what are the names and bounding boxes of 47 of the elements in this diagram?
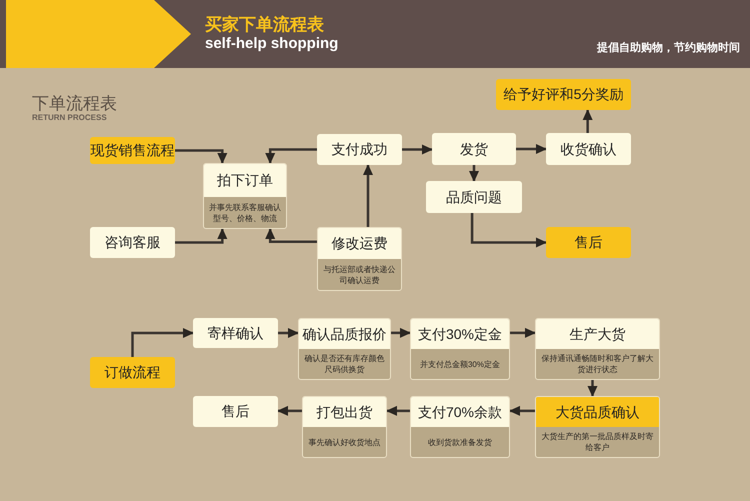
step-title: 打包出货	[303, 397, 386, 427]
section-subheading: RETURN PROCESS	[32, 112, 107, 124]
step-card	[203, 163, 287, 229]
arrow	[510, 328, 536, 338]
step-card	[535, 318, 660, 380]
step-note: 确认是否还有库存颜色尺码供换货	[304, 353, 386, 375]
step-title: 拍下订单	[204, 164, 286, 197]
step-note: 大货生产的第一批品质样及时寄给客户	[540, 431, 654, 453]
arrow	[402, 144, 433, 154]
step-title: 支付70%余款	[411, 397, 509, 427]
arrow	[265, 228, 317, 243]
arrow	[509, 406, 535, 416]
arrow	[277, 406, 302, 416]
arrow	[588, 380, 598, 397]
arrow	[516, 144, 547, 154]
step-title: 大货品质确认	[536, 397, 659, 427]
arrow	[265, 148, 317, 164]
slogan: 提倡自助购物，节约购物时间	[597, 40, 740, 56]
step-title: 支付30%定金	[411, 319, 509, 349]
arrow	[131, 328, 194, 357]
step-title: 生产大货	[536, 319, 659, 349]
subtitle: self-help shopping	[205, 34, 338, 54]
arrow	[175, 228, 228, 244]
step-card	[298, 318, 391, 380]
arrow	[582, 109, 593, 133]
arrow	[470, 213, 547, 248]
title: 买家下单流程表	[205, 14, 324, 36]
step-card	[317, 227, 402, 291]
section-heading: 下单流程表	[32, 93, 117, 114]
step-card	[410, 318, 510, 380]
step-card	[410, 396, 510, 458]
step-note: 保持通讯通畅随时和客户了解大货进行状态	[540, 353, 654, 375]
step-title: 确认品质报价	[299, 319, 390, 349]
step-note: 与托运部或者快递公司确认运费	[322, 264, 396, 286]
step-card	[535, 396, 660, 458]
step-note: 收到货款准备发货	[428, 436, 492, 448]
step-card	[302, 396, 387, 458]
step-note: 并事先联系客服确认型号、价格、物流	[208, 202, 282, 224]
step-note: 事先确认好收货地点	[308, 436, 380, 448]
arrow	[363, 164, 373, 227]
arrow	[175, 149, 228, 164]
arrow	[391, 328, 411, 338]
step-note: 并支付总金额30%定金	[420, 358, 500, 370]
arrow	[469, 165, 479, 182]
arrow	[278, 328, 299, 338]
arrow	[386, 406, 410, 416]
step-title: 修改运费	[318, 228, 401, 259]
